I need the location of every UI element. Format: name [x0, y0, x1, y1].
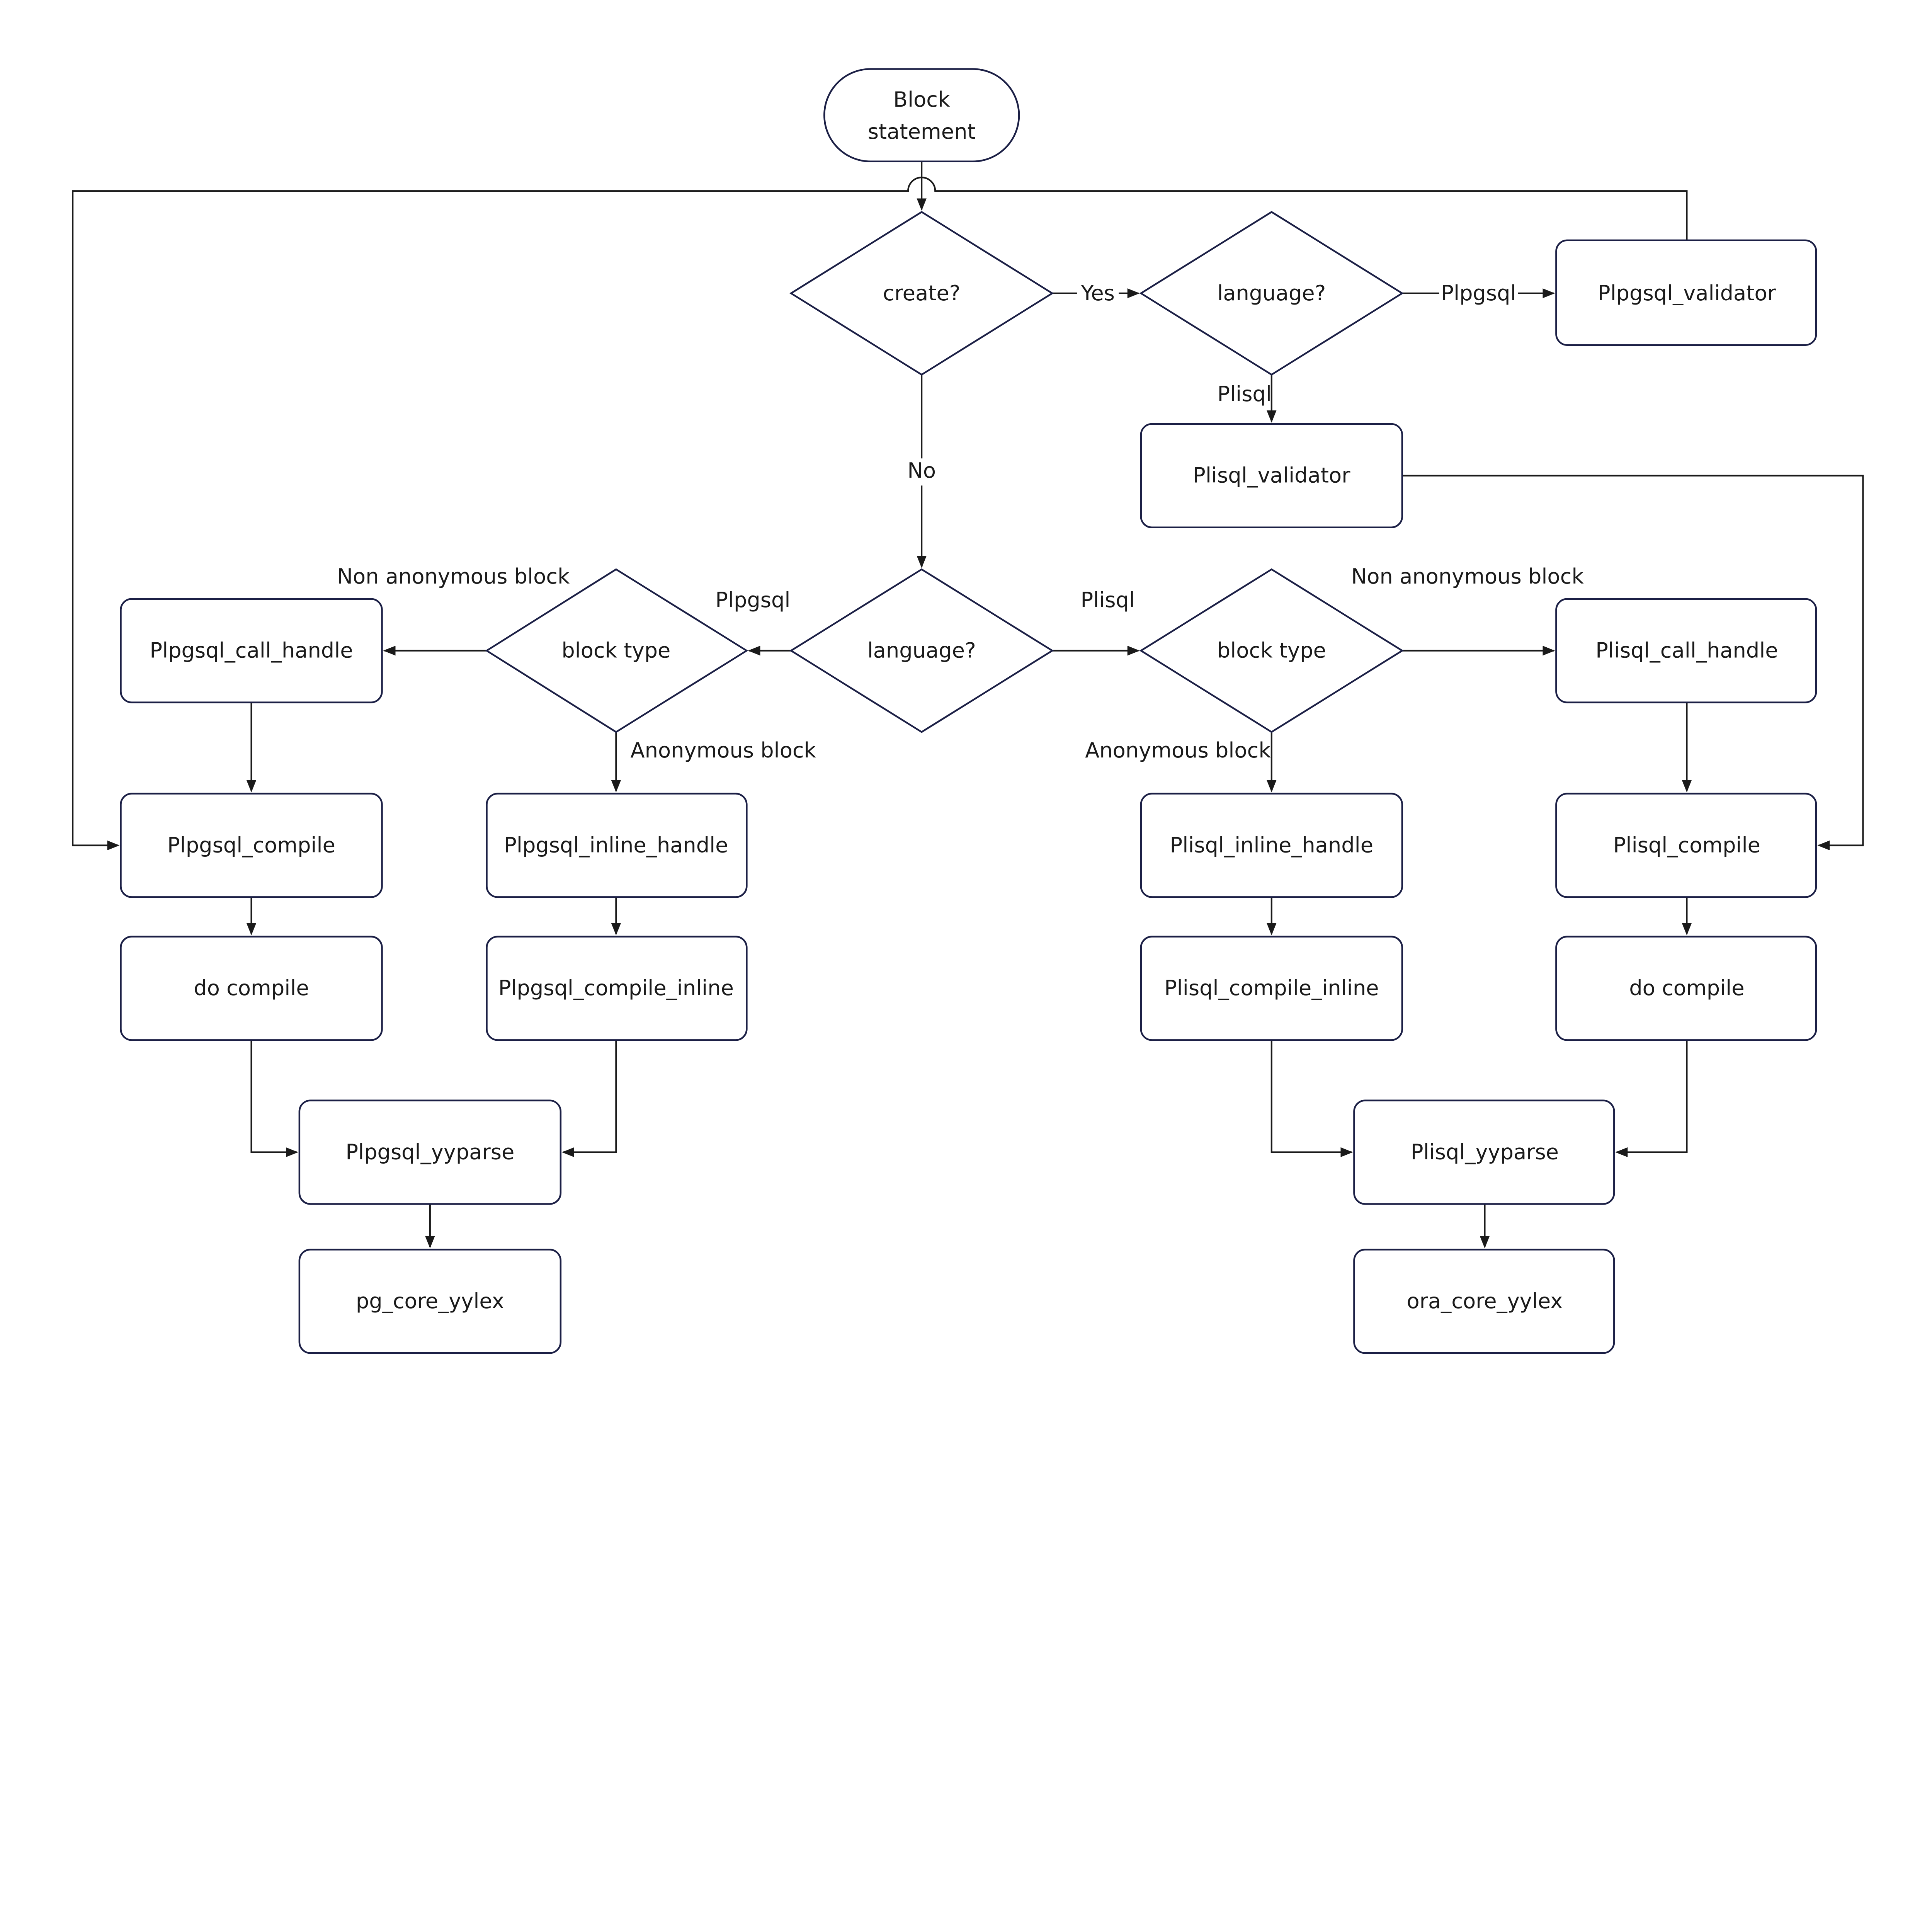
process-plisql-compile: Plisql_compile: [1555, 793, 1817, 898]
decision-block-type-left: block type: [485, 568, 748, 733]
process-plisql-call-handle: Plisql_call_handle: [1555, 598, 1817, 703]
process-label: Plisql_compile_inline: [1164, 976, 1379, 1000]
process-label: Plpgsql_validator: [1598, 281, 1776, 305]
label-right-non-anonymous: Non anonymous block: [1351, 564, 1584, 589]
diagram-content: Yes Plpgsql Plisql No Plpgsql Plisql Non…: [72, 68, 1864, 1354]
process-plisql-inline-handle: Plisql_inline_handle: [1140, 793, 1403, 898]
decision-block-type-left-label: block type: [561, 638, 670, 662]
process-plpgsql-validator: Plpgsql_validator: [1555, 239, 1817, 346]
edge-docompile-left-yyparse: [250, 1040, 298, 1157]
process-label: Plisql_call_handle: [1595, 638, 1778, 662]
label-left-non-anonymous: Non anonymous block: [337, 564, 570, 589]
edges: [72, 161, 1864, 1249]
process-label: Plisql_yyparse: [1411, 1140, 1559, 1164]
process-label: do compile: [1629, 976, 1744, 1000]
process-label: pg_core_yylex: [356, 1289, 504, 1313]
label-mid-plpgsql: Plpgsql: [715, 588, 790, 612]
process-plpgsql-compile-inline: Plpgsql_compile_inline: [486, 936, 748, 1041]
start-node: Block statement: [823, 68, 1020, 162]
label-no: No: [907, 458, 936, 483]
edge-loop-validator-to-compile: [72, 177, 1688, 851]
process-label: Plpgsql_compile_inline: [498, 976, 734, 1000]
process-label: Plpgsql_yyparse: [345, 1140, 514, 1164]
process-label: do compile: [194, 976, 309, 1000]
decision-create: create?: [789, 211, 1054, 376]
label-right-anonymous: Anonymous block: [1085, 738, 1271, 762]
decision-block-type-right-label: block type: [1217, 638, 1326, 662]
decision-block-type-right: block type: [1139, 568, 1404, 733]
process-label: Plisql_validator: [1193, 463, 1350, 488]
label-left-anonymous: Anonymous block: [631, 738, 816, 762]
process-label: ora_core_yylex: [1407, 1289, 1563, 1313]
decision-language-top: language?: [1139, 211, 1404, 376]
process-do-compile-right: do compile: [1555, 936, 1817, 1041]
start-label-1: Block: [893, 87, 950, 112]
process-plisql-validator: Plisql_validator: [1140, 423, 1403, 529]
edge-inline-left-yyparse: [562, 1040, 617, 1157]
label-mid-plisql: Plisql: [1080, 588, 1134, 612]
process-ora-core-yylex: ora_core_yylex: [1353, 1249, 1615, 1354]
process-label: Plpgsql_call_handle: [150, 638, 353, 662]
process-label: Plisql_inline_handle: [1170, 833, 1374, 857]
process-plisql-yyparse: Plisql_yyparse: [1353, 1099, 1615, 1205]
decision-language-top-label: language?: [1217, 281, 1326, 305]
process-plpgsql-call-handle: Plpgsql_call_handle: [120, 598, 383, 703]
process-pg-core-yylex: pg_core_yylex: [298, 1249, 562, 1354]
process-label: Plpgsql_compile: [167, 833, 335, 857]
flowchart: Yes Plpgsql Plisql No Plpgsql Plisql Non…: [72, 68, 1864, 1354]
process-plpgsql-compile: Plpgsql_compile: [120, 793, 383, 898]
process-plisql-compile-inline: Plisql_compile_inline: [1140, 936, 1403, 1041]
edge-docompile-right-yyparse: [1615, 1040, 1688, 1157]
label-top-plpgsql: Plpgsql: [1441, 281, 1516, 305]
edge-labels: Yes Plpgsql Plisql No Plpgsql Plisql Non…: [337, 281, 1584, 762]
label-top-plisql: Plisql: [1217, 382, 1271, 406]
process-plpgsql-inline-handle: Plpgsql_inline_handle: [486, 793, 748, 898]
process-label: Plpgsql_inline_handle: [504, 833, 728, 857]
process-plpgsql-yyparse: Plpgsql_yyparse: [298, 1099, 562, 1205]
process-label: Plisql_compile: [1613, 833, 1760, 857]
decision-language-mid: language?: [789, 568, 1054, 733]
decision-create-label: create?: [883, 281, 961, 305]
label-yes: Yes: [1080, 281, 1114, 305]
edge-plisql-validator-compile: [1402, 475, 1864, 851]
diagram-container: Yes Plpgsql Plisql No Plpgsql Plisql Non…: [72, 68, 1864, 1354]
edge-inline-right-yyparse: [1270, 1040, 1353, 1157]
process-do-compile-left: do compile: [120, 936, 383, 1041]
start-label-2: statement: [868, 119, 976, 144]
decision-language-mid-label: language?: [867, 638, 976, 662]
